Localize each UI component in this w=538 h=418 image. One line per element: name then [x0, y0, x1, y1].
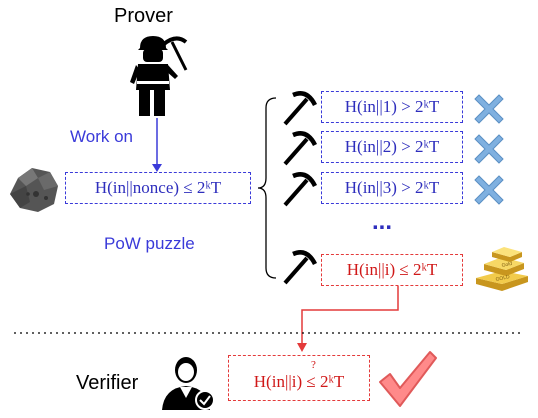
pickaxe-icon [283, 131, 318, 166]
check-icon [379, 351, 437, 407]
verify-question-mark: ? [311, 359, 316, 371]
pickaxe-icon [283, 250, 318, 285]
gold-bar-text-2: GOLD [495, 274, 510, 283]
gold-bar-text-1: Gold [501, 261, 513, 269]
gold-bars-icon: Gold GOLD [476, 247, 528, 291]
attempt-formula: H(in||2) > 2ᵏT [344, 137, 440, 156]
success-formula: H(in||i) ≤ 2ᵏT [346, 260, 438, 279]
cross-icon [474, 175, 504, 205]
verify-formula: H(in||i) ≤ 2ᵏT [253, 372, 345, 391]
pow-puzzle-box: H(in||nonce) ≤ 2ᵏT [65, 172, 251, 204]
attempt-box-2: H(in||2) > 2ᵏT [321, 131, 463, 163]
attempt-formula: H(in||1) > 2ᵏT [344, 97, 440, 116]
success-box: H(in||i) ≤ 2ᵏT [321, 254, 463, 286]
attempt-formula: H(in||3) > 2ᵏT [344, 178, 440, 197]
pickaxe-icon [283, 172, 318, 207]
verify-box: H(in||i) ≤ 2ᵏT [228, 355, 370, 401]
cross-icon [474, 94, 504, 124]
ore-rock-icon [10, 168, 58, 212]
miner-icon [130, 36, 188, 116]
cross-icon [474, 134, 504, 164]
work-on-label: Work on [70, 127, 133, 146]
pickaxe-icon [283, 91, 318, 126]
attempt-box-3: H(in||3) > 2ᵏT [321, 172, 463, 204]
attempt-box-1: H(in||1) > 2ᵏT [321, 91, 463, 123]
verifier-person-icon [162, 357, 215, 410]
ellipsis: ... [372, 208, 393, 235]
attempts-brace [257, 97, 277, 279]
prover-label: Prover [114, 5, 173, 27]
verifier-label: Verifier [76, 372, 139, 394]
puzzle-formula: H(in||nonce) ≤ 2ᵏT [94, 178, 222, 197]
pow-puzzle-label: PoW puzzle [104, 234, 195, 253]
